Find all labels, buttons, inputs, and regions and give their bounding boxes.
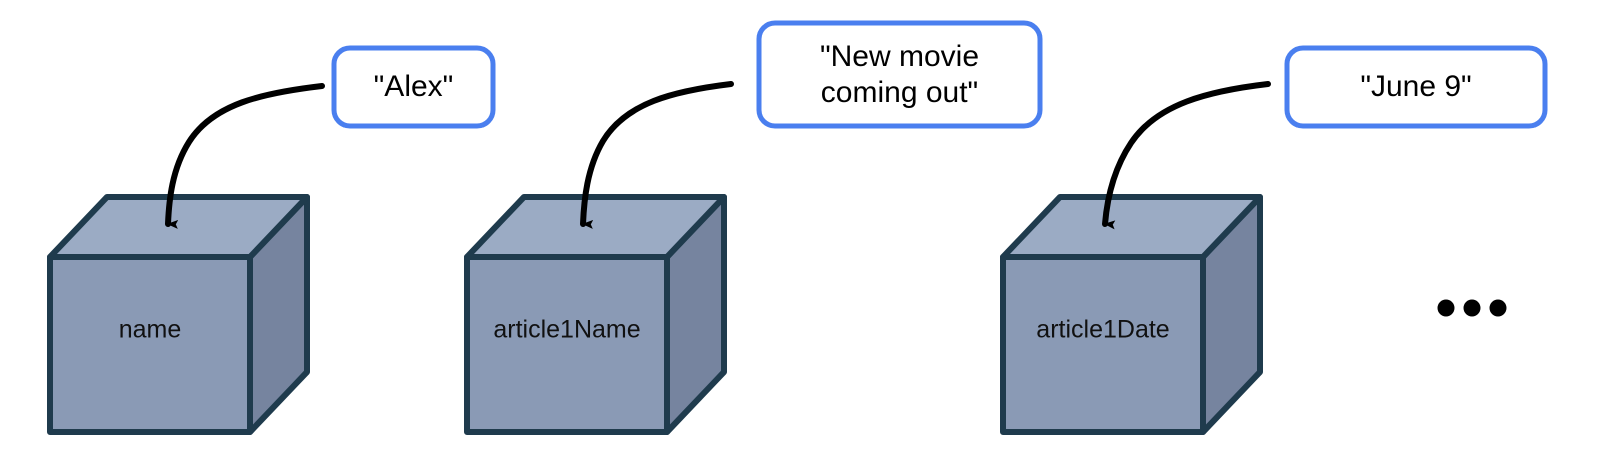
callout-alex-text-line-1: "Alex"	[374, 70, 454, 103]
callout-new-movie-text-line-2: coming out"	[821, 76, 978, 109]
callout-june-9[interactable]: "June 9"	[1284, 45, 1548, 129]
cube-name-label: name	[119, 316, 182, 344]
arrow-june-to-article1date	[1102, 81, 1271, 230]
ellipsis-dot-1	[1437, 299, 1455, 317]
arrow-movie-to-article1name	[580, 81, 734, 229]
callout-alex[interactable]: "Alex"	[331, 45, 496, 129]
callout-new-movie-box[interactable]	[756, 20, 1043, 129]
cube-article1name: article1Name	[464, 194, 727, 435]
callout-alex-box[interactable]	[331, 45, 496, 129]
cube-article1date-label: article1Date	[1036, 316, 1169, 344]
cube-article1date-front-face	[1000, 254, 1206, 435]
callout-new-movie-text-line-1: "New movie	[820, 40, 979, 73]
cube-name: name	[47, 194, 310, 435]
ellipsis-dot-3	[1489, 299, 1507, 317]
cube-name-front-face	[47, 254, 253, 435]
arrow-alex-to-name	[165, 83, 325, 229]
callout-new-movie[interactable]: "New movie coming out"	[756, 20, 1043, 129]
callout-june-9-box[interactable]	[1284, 45, 1548, 129]
cube-article1name-front-face	[464, 254, 670, 435]
ellipsis-more-cubes	[1437, 299, 1507, 317]
callout-june-9-text-line-1: "June 9"	[1360, 70, 1471, 103]
cube-article1date: article1Date	[1000, 194, 1263, 435]
ellipsis-dot-2	[1463, 299, 1481, 317]
cube-article1name-label: article1Name	[493, 316, 640, 344]
